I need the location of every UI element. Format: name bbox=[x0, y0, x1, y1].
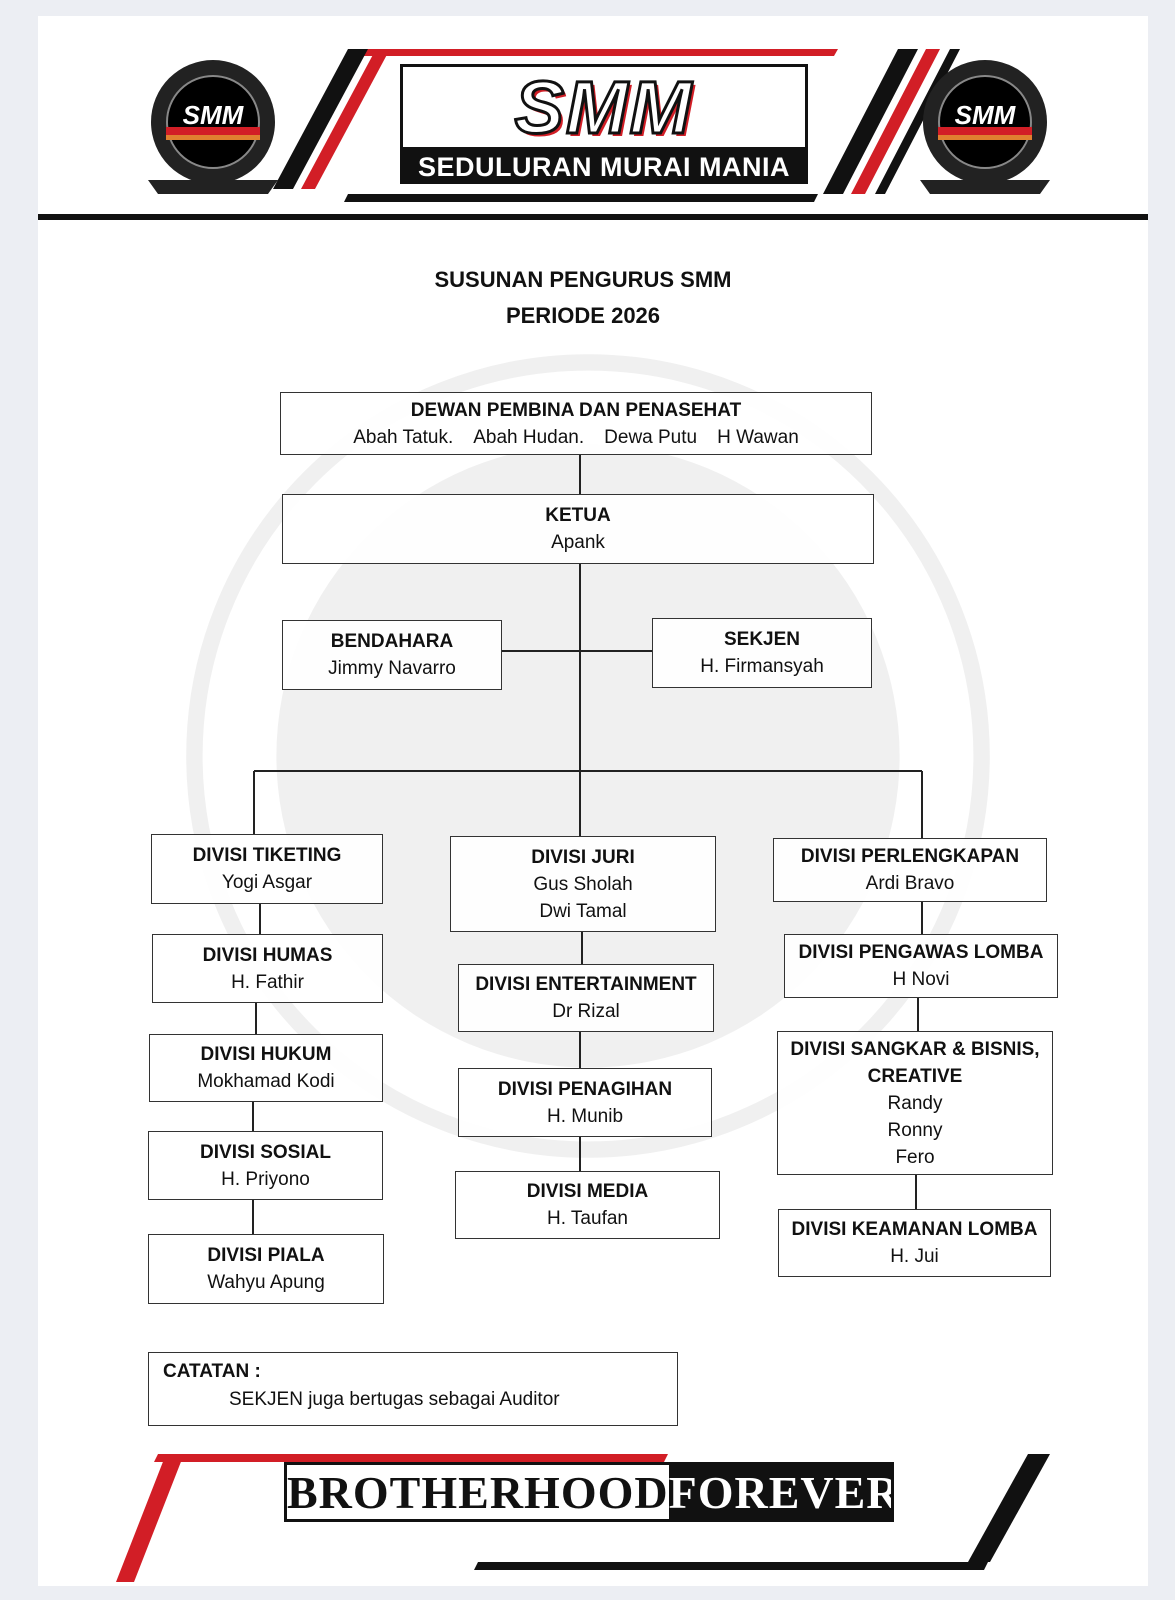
member-name: Wahyu Apung bbox=[207, 1272, 325, 1293]
box-divisi-entertainment: DIVISI ENTERTAINMENT Dr Rizal bbox=[458, 964, 714, 1032]
header-divider bbox=[38, 214, 1148, 220]
member-name: Ardi Bravo bbox=[865, 873, 955, 894]
footer-banner: BROTHERHOOD FOREVER bbox=[284, 1462, 894, 1522]
title-line-2: PERIODE 2026 bbox=[505, 303, 661, 328]
logo-subtitle: SEDULURAN MURAI MANIA bbox=[400, 150, 808, 184]
box-sekjen: SEKJEN H. Firmansyah bbox=[652, 618, 872, 688]
box-divisi-hukum: DIVISI HUKUM Mokhamad Kodi bbox=[149, 1034, 383, 1102]
box-divisi-pengawas-lomba: DIVISI PENGAWAS LOMBA H Novi bbox=[784, 934, 1058, 998]
box-title: BENDAHARA bbox=[330, 631, 454, 652]
member-name: Randy bbox=[887, 1092, 943, 1114]
box-ketua: KETUA Apank bbox=[282, 494, 874, 564]
box-divisi-piala: DIVISI PIALA Wahyu Apung bbox=[148, 1234, 384, 1304]
footer-word-2: FOREVER bbox=[668, 1465, 891, 1519]
box-title: DEWAN PEMBINA DAN PENASEHAT bbox=[410, 399, 742, 421]
member-name: Abah Hudan. bbox=[473, 426, 585, 448]
club-badge-left: SMM bbox=[148, 60, 278, 194]
box-divisi-juri: DIVISI JURI Gus Sholah Dwi Tamal bbox=[450, 836, 716, 932]
box-title: DIVISI PENGAWAS LOMBA bbox=[798, 942, 1044, 963]
box-title-line-2: CREATIVE bbox=[867, 1065, 963, 1087]
member-name: H. Priyono bbox=[221, 1168, 310, 1190]
document-title: SUSUNAN PENGURUS SMM PERIODE 2026 bbox=[338, 262, 828, 334]
watermark-emblem bbox=[186, 354, 990, 1158]
box-divisi-sosial: DIVISI SOSIAL H. Priyono bbox=[148, 1131, 383, 1200]
member-name: Dwi Tamal bbox=[539, 900, 627, 922]
member-name: H Novi bbox=[892, 969, 950, 990]
box-bendahara: BENDAHARA Jimmy Navarro bbox=[282, 620, 502, 690]
smm-logo: SMM bbox=[400, 64, 808, 150]
box-title: KETUA bbox=[545, 505, 611, 526]
box-title: DIVISI TIKETING bbox=[192, 845, 342, 866]
box-title: DIVISI SOSIAL bbox=[200, 1141, 331, 1163]
member-name: Mokhamad Kodi bbox=[197, 1071, 335, 1092]
member-name: Dewa Putu bbox=[604, 426, 698, 448]
member-name: Dr Rizal bbox=[552, 1001, 620, 1022]
box-title: DIVISI SANGKAR & BISNIS, bbox=[790, 1038, 1040, 1060]
note-label: CATATAN : bbox=[163, 1361, 261, 1382]
connector-lines bbox=[252, 454, 923, 1234]
member-name: Apank bbox=[551, 532, 605, 553]
member-name: H. Taufan bbox=[547, 1208, 628, 1229]
box-title: DIVISI PENAGIHAN bbox=[497, 1078, 673, 1100]
org-chart-sheet: SMM SMM SMM SEDULURAN MURAI MANIA SUSUNA… bbox=[38, 16, 1148, 1586]
member-name: Fero bbox=[895, 1146, 935, 1168]
title-line-1: SUSUNAN PENGURUS SMM bbox=[434, 267, 732, 292]
box-title: SEKJEN bbox=[723, 629, 801, 650]
member-name: Ronny bbox=[887, 1119, 943, 1141]
footer-word-1: BROTHERHOOD bbox=[287, 1465, 669, 1519]
member-name: H. Fathir bbox=[231, 971, 304, 993]
box-title: DIVISI PERLENGKAPAN bbox=[800, 846, 1020, 867]
member-name: Jimmy Navarro bbox=[328, 658, 456, 679]
club-badge-right: SMM bbox=[920, 60, 1050, 194]
box-title: DIVISI MEDIA bbox=[526, 1181, 649, 1202]
member-name: H. Jui bbox=[890, 1246, 939, 1267]
box-divisi-keamanan-lomba: DIVISI KEAMANAN LOMBA H. Jui bbox=[778, 1209, 1051, 1277]
badge-logo-text: SMM bbox=[183, 100, 245, 130]
badge-logo-text: SMM bbox=[955, 100, 1017, 130]
box-dewan-pembina: DEWAN PEMBINA DAN PENASEHAT Abah Tatuk. … bbox=[280, 392, 872, 455]
member-name: H. Firmansyah bbox=[700, 656, 824, 677]
footer-stripes bbox=[116, 1454, 1050, 1582]
dewan-names: Abah Tatuk. Abah Hudan. Dewa Putu H Wawa… bbox=[353, 424, 799, 451]
box-divisi-penagihan: DIVISI PENAGIHAN H. Munib bbox=[458, 1068, 712, 1137]
member-name: H. Munib bbox=[546, 1105, 624, 1127]
member-name: Abah Tatuk. bbox=[353, 426, 454, 448]
box-divisi-tiketing: DIVISI TIKETING Yogi Asgar bbox=[151, 834, 383, 904]
box-divisi-sangkar-bisnis-creative: DIVISI SANGKAR & BISNIS, CREATIVE Randy … bbox=[777, 1031, 1053, 1175]
box-title: DIVISI HUMAS bbox=[202, 944, 333, 966]
box-title: DIVISI ENTERTAINMENT bbox=[475, 974, 697, 995]
header-stripes bbox=[273, 49, 960, 202]
note-text: SEKJEN juga bertugas sebagai Auditor bbox=[229, 1389, 560, 1410]
member-name: Yogi Asgar bbox=[221, 872, 313, 893]
logo-text: SMM bbox=[513, 64, 694, 150]
box-divisi-media: DIVISI MEDIA H. Taufan bbox=[455, 1171, 720, 1239]
box-title: DIVISI JURI bbox=[531, 846, 635, 868]
member-name: H Wawan bbox=[717, 426, 799, 448]
box-divisi-humas: DIVISI HUMAS H. Fathir bbox=[152, 934, 383, 1003]
box-divisi-perlengkapan: DIVISI PERLENGKAPAN Ardi Bravo bbox=[773, 838, 1047, 902]
member-name: Gus Sholah bbox=[533, 873, 633, 895]
box-title: DIVISI PIALA bbox=[207, 1245, 325, 1266]
box-title: DIVISI HUKUM bbox=[200, 1044, 332, 1065]
box-title: DIVISI KEAMANAN LOMBA bbox=[791, 1219, 1038, 1240]
note-box: CATATAN : SEKJEN juga bertugas sebagai A… bbox=[148, 1352, 678, 1426]
